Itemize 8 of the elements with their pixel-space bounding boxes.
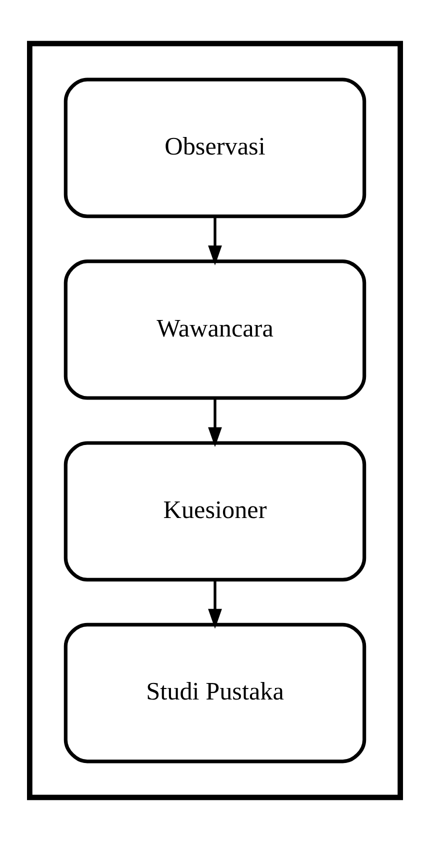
node-box: Studi Pustaka: [64, 622, 366, 764]
cluster: [27, 40, 403, 800]
arrow: [208, 580, 222, 629]
arrow: [208, 398, 222, 448]
node-box: Kuesioner: [64, 441, 366, 582]
node-box: Wawancara: [64, 259, 366, 400]
arrow: [208, 216, 222, 266]
node-box: Observasi: [64, 78, 366, 218]
